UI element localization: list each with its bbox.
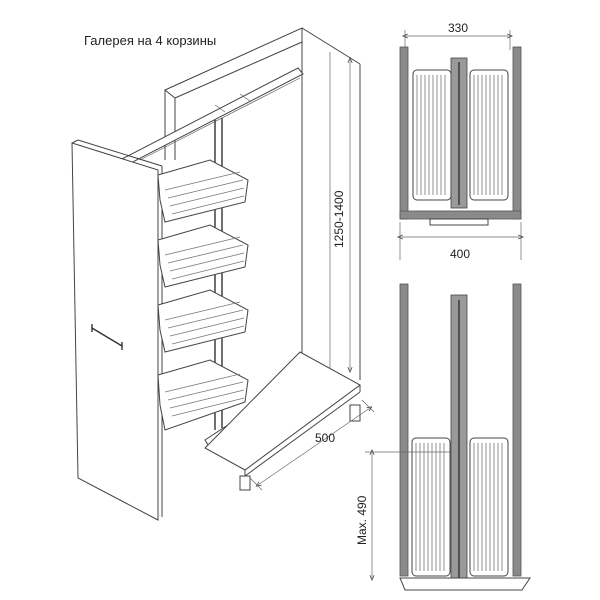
cabinet-isometric: 1250-1400 500 xyxy=(71,27,375,521)
door-handle xyxy=(91,327,123,347)
side-view-basket-right xyxy=(469,437,509,577)
basket-2 xyxy=(157,224,249,288)
top-rail xyxy=(119,67,304,167)
top-width-dimension: 330 xyxy=(448,21,468,35)
max-extension-dimension: Max. 490 xyxy=(355,495,369,545)
side-view-base xyxy=(399,577,531,591)
basket-1 xyxy=(157,159,249,223)
top-view-basket-right xyxy=(469,69,509,201)
top-view-back-wall xyxy=(399,210,522,220)
front-door-panel xyxy=(71,142,159,521)
top-view-right-wall xyxy=(512,46,522,220)
leg-front xyxy=(239,475,251,491)
side-view-left-wall xyxy=(399,283,409,577)
side-view-basket-left xyxy=(411,437,451,577)
depth-dimension: 500 xyxy=(315,431,335,445)
height-dimension: 1250-1400 xyxy=(332,190,346,248)
top-outer-width-dimension: 400 xyxy=(450,247,470,261)
basket-3 xyxy=(157,289,249,353)
basket-4 xyxy=(157,359,249,431)
top-view-left-wall xyxy=(399,46,409,220)
top-view-base xyxy=(429,218,489,226)
side-view-right-wall xyxy=(512,283,522,577)
side-view: Max. 490 xyxy=(355,283,531,591)
diagram-title: Галерея на 4 корзины xyxy=(84,33,217,48)
top-view: 330 400 xyxy=(400,21,521,261)
